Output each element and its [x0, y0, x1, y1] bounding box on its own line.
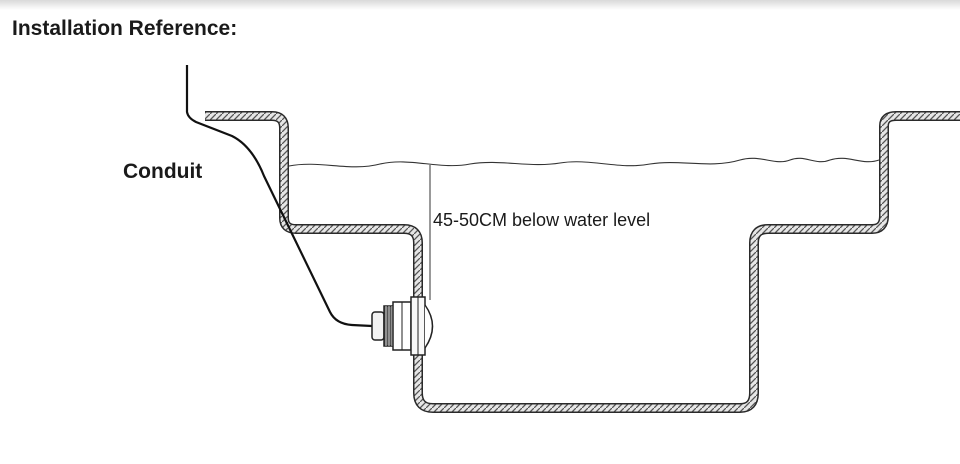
pool-wall	[205, 111, 960, 413]
depth-label: 45-50CM below water level	[433, 210, 651, 230]
page-title: Installation Reference:	[12, 17, 238, 40]
water-surface	[288, 157, 880, 168]
conduit-label: Conduit	[123, 160, 203, 183]
pool-light-fixture	[371, 296, 434, 356]
top-shade	[0, 0, 960, 10]
conduit-cable	[185, 65, 373, 328]
